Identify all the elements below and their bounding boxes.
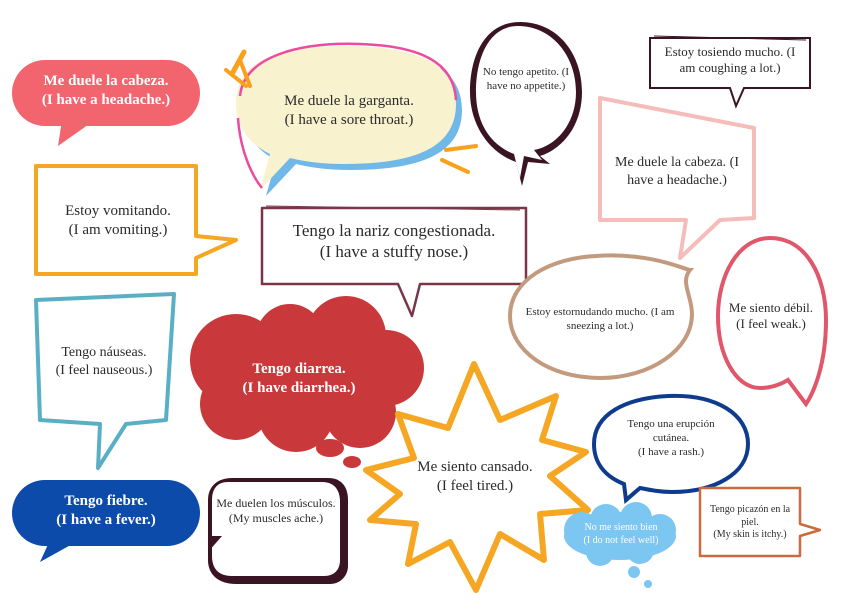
- bubble-not-well: [564, 502, 676, 588]
- bubble-itchy: [698, 486, 822, 558]
- text-stuffy-nose: Tengo la nariz congestionada. (I have a …: [292, 221, 496, 262]
- text-muscles: Me duelen los músculos. (My muscles ache…: [216, 496, 336, 525]
- text-weak: Me siento débil. (I feel weak.): [728, 300, 814, 332]
- bubble-coughing: [649, 35, 811, 109]
- text-headache-pink: Me duele la cabeza. (I have a headache.): [615, 155, 739, 188]
- bubble-sneezing: [507, 253, 695, 381]
- text-fever: Tengo fiebre. (I have a fever.): [56, 493, 156, 528]
- bubble-tired: [363, 361, 591, 593]
- bubble-headache-pink: [598, 96, 756, 260]
- bubble-muscles: [208, 478, 348, 584]
- bubble-diarrhea: [190, 296, 424, 468]
- bubble-rash: [591, 393, 751, 504]
- text-tired: Me siento cansado. (I feel tired.): [417, 459, 533, 494]
- text-itchy: Tengo picazón en la piel. (My skin is it…: [709, 504, 791, 540]
- bubble-vomiting: [34, 164, 238, 276]
- text-rash: Tengo una erupción cutánea. (I have a ra…: [627, 418, 715, 458]
- bubble-no-appetite: [470, 22, 582, 186]
- text-headache-red: Me duele la cabeza. (I have a headache.): [41, 73, 171, 108]
- text-sore-throat: Me duele la garganta. (I have a sore thr…: [284, 93, 414, 128]
- bubble-weak: [715, 235, 829, 408]
- bubble-headache-red: [12, 60, 200, 146]
- text-sneezing: Estoy estornudando mucho. (I am sneezing…: [525, 306, 675, 332]
- text-coughing: Estoy tosiendo mucho. (I am coughing a l…: [664, 44, 796, 76]
- text-no-appetite: No tengo apetito. (I have no appetite.): [482, 66, 570, 92]
- text-not-well: No me siento bien (I do not feel well): [583, 522, 659, 546]
- bubble-sore-throat: [224, 42, 478, 196]
- bubble-fever: [12, 480, 200, 562]
- text-nauseous: Tengo náuseas. (I feel nauseous.): [55, 345, 153, 378]
- text-vomiting: Estoy vomitando. (I am vomiting.): [65, 203, 171, 238]
- bubble-nauseous: [34, 292, 176, 470]
- bubble-stuffy-nose: [260, 205, 528, 318]
- text-diarrhea: Tengo diarrea. (I have diarrhea.): [242, 361, 356, 396]
